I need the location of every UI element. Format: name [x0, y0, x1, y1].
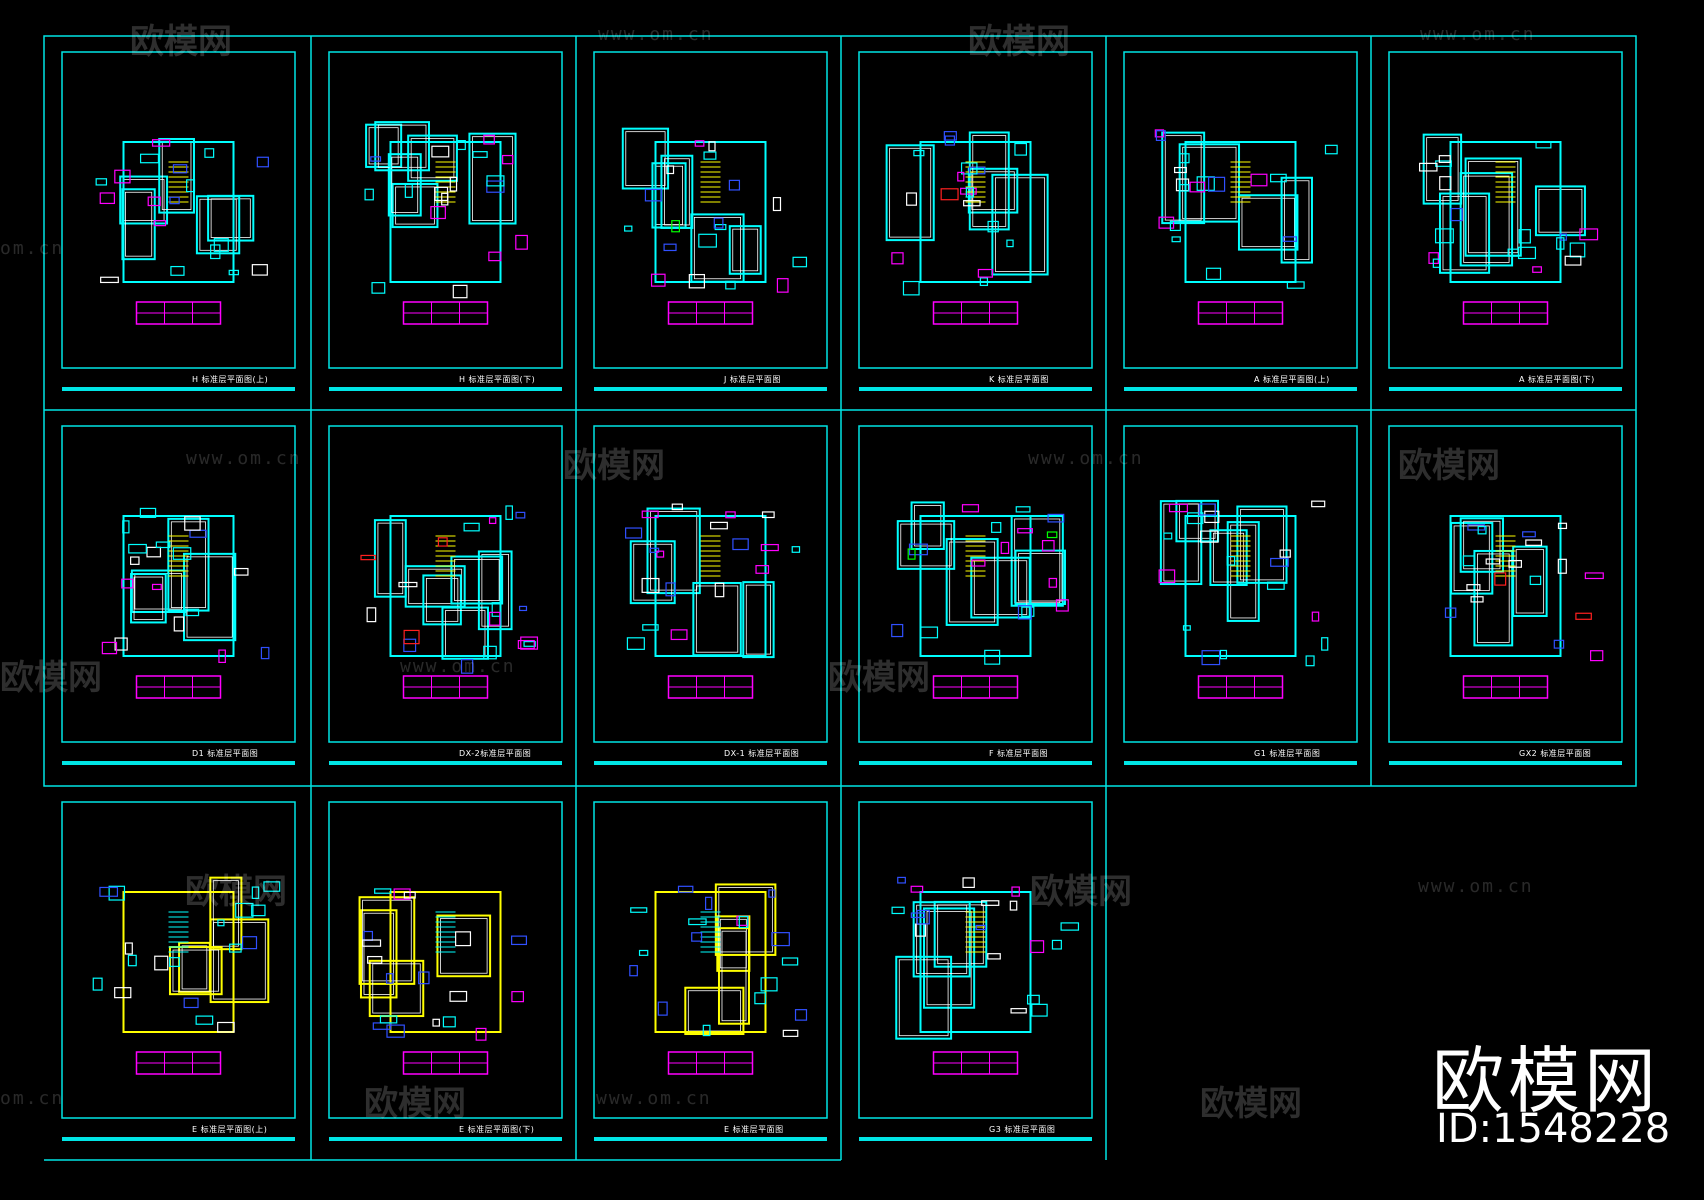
sheet-label: G3 标准层平面图: [989, 1125, 1056, 1134]
sheet-border: [858, 425, 1093, 743]
sheet-8[interactable]: [328, 425, 563, 765]
sheet-label: J 标准层平面图: [724, 375, 781, 384]
sheet-label: H 标准层平面图(下): [459, 375, 536, 384]
sheet-label: K 标准层平面图: [989, 375, 1049, 384]
sheet-border: [1388, 425, 1623, 743]
sheet-border: [593, 425, 828, 743]
sheet-label: E 标准层平面图(下): [459, 1125, 535, 1134]
sheet-14[interactable]: [328, 801, 563, 1141]
sheet-frames: [43, 35, 1637, 1161]
sheet-label: H 标准层平面图(上): [192, 375, 269, 384]
sheet-12[interactable]: [1388, 425, 1623, 765]
sheet-label: GX2 标准层平面图: [1519, 749, 1592, 758]
sheet-9[interactable]: [593, 425, 828, 765]
brand-logo: 欧模网: [1432, 1039, 1661, 1123]
sheet-2[interactable]: [328, 51, 563, 391]
sheet-11[interactable]: [1123, 425, 1358, 765]
sheet-border: [593, 51, 828, 369]
sheet-label: DX-1 标准层平面图: [724, 749, 800, 758]
sheet-border: [593, 801, 828, 1119]
sheet-border: [61, 425, 296, 743]
sheet-border: [61, 51, 296, 369]
sheet-border: [858, 801, 1093, 1119]
sheet-13[interactable]: [61, 801, 296, 1141]
brand-id: ID:1548228: [1436, 1106, 1671, 1152]
sheet-7[interactable]: [61, 425, 296, 765]
sheet-15[interactable]: [593, 801, 828, 1141]
sheet-label: A 标准层平面图(上): [1254, 375, 1330, 384]
sheet-border: [1123, 51, 1358, 369]
sheet-border: [328, 51, 563, 369]
sheet-border: [61, 801, 296, 1119]
sheet-6[interactable]: [1388, 51, 1623, 391]
sheet-border: [328, 425, 563, 743]
sheet-border: [858, 51, 1093, 369]
sheet-1[interactable]: [61, 51, 296, 391]
sheet-border: [1123, 425, 1358, 743]
sheet-border: [1388, 51, 1623, 369]
sheet-label: G1 标准层平面图: [1254, 749, 1321, 758]
outer-frame-top: [43, 35, 1637, 787]
floor-plans: [61, 51, 1623, 1141]
sheet-16[interactable]: [858, 801, 1093, 1141]
sheet-5[interactable]: [1123, 51, 1358, 391]
sheet-label: E 标准层平面图(上): [192, 1125, 268, 1134]
sheet-10[interactable]: [858, 425, 1093, 765]
sheet-4[interactable]: [858, 51, 1093, 391]
sheet-label: DX-2标准层平面图: [459, 749, 532, 758]
sheet-border: [328, 801, 563, 1119]
sheet-3[interactable]: [593, 51, 828, 391]
sheet-label: F 标准层平面图: [989, 749, 1049, 758]
sheet-label: D1 标准层平面图: [192, 749, 259, 758]
sheet-label: E 标准层平面图: [724, 1125, 784, 1134]
sheet-label: A 标准层平面图(下): [1519, 375, 1595, 384]
